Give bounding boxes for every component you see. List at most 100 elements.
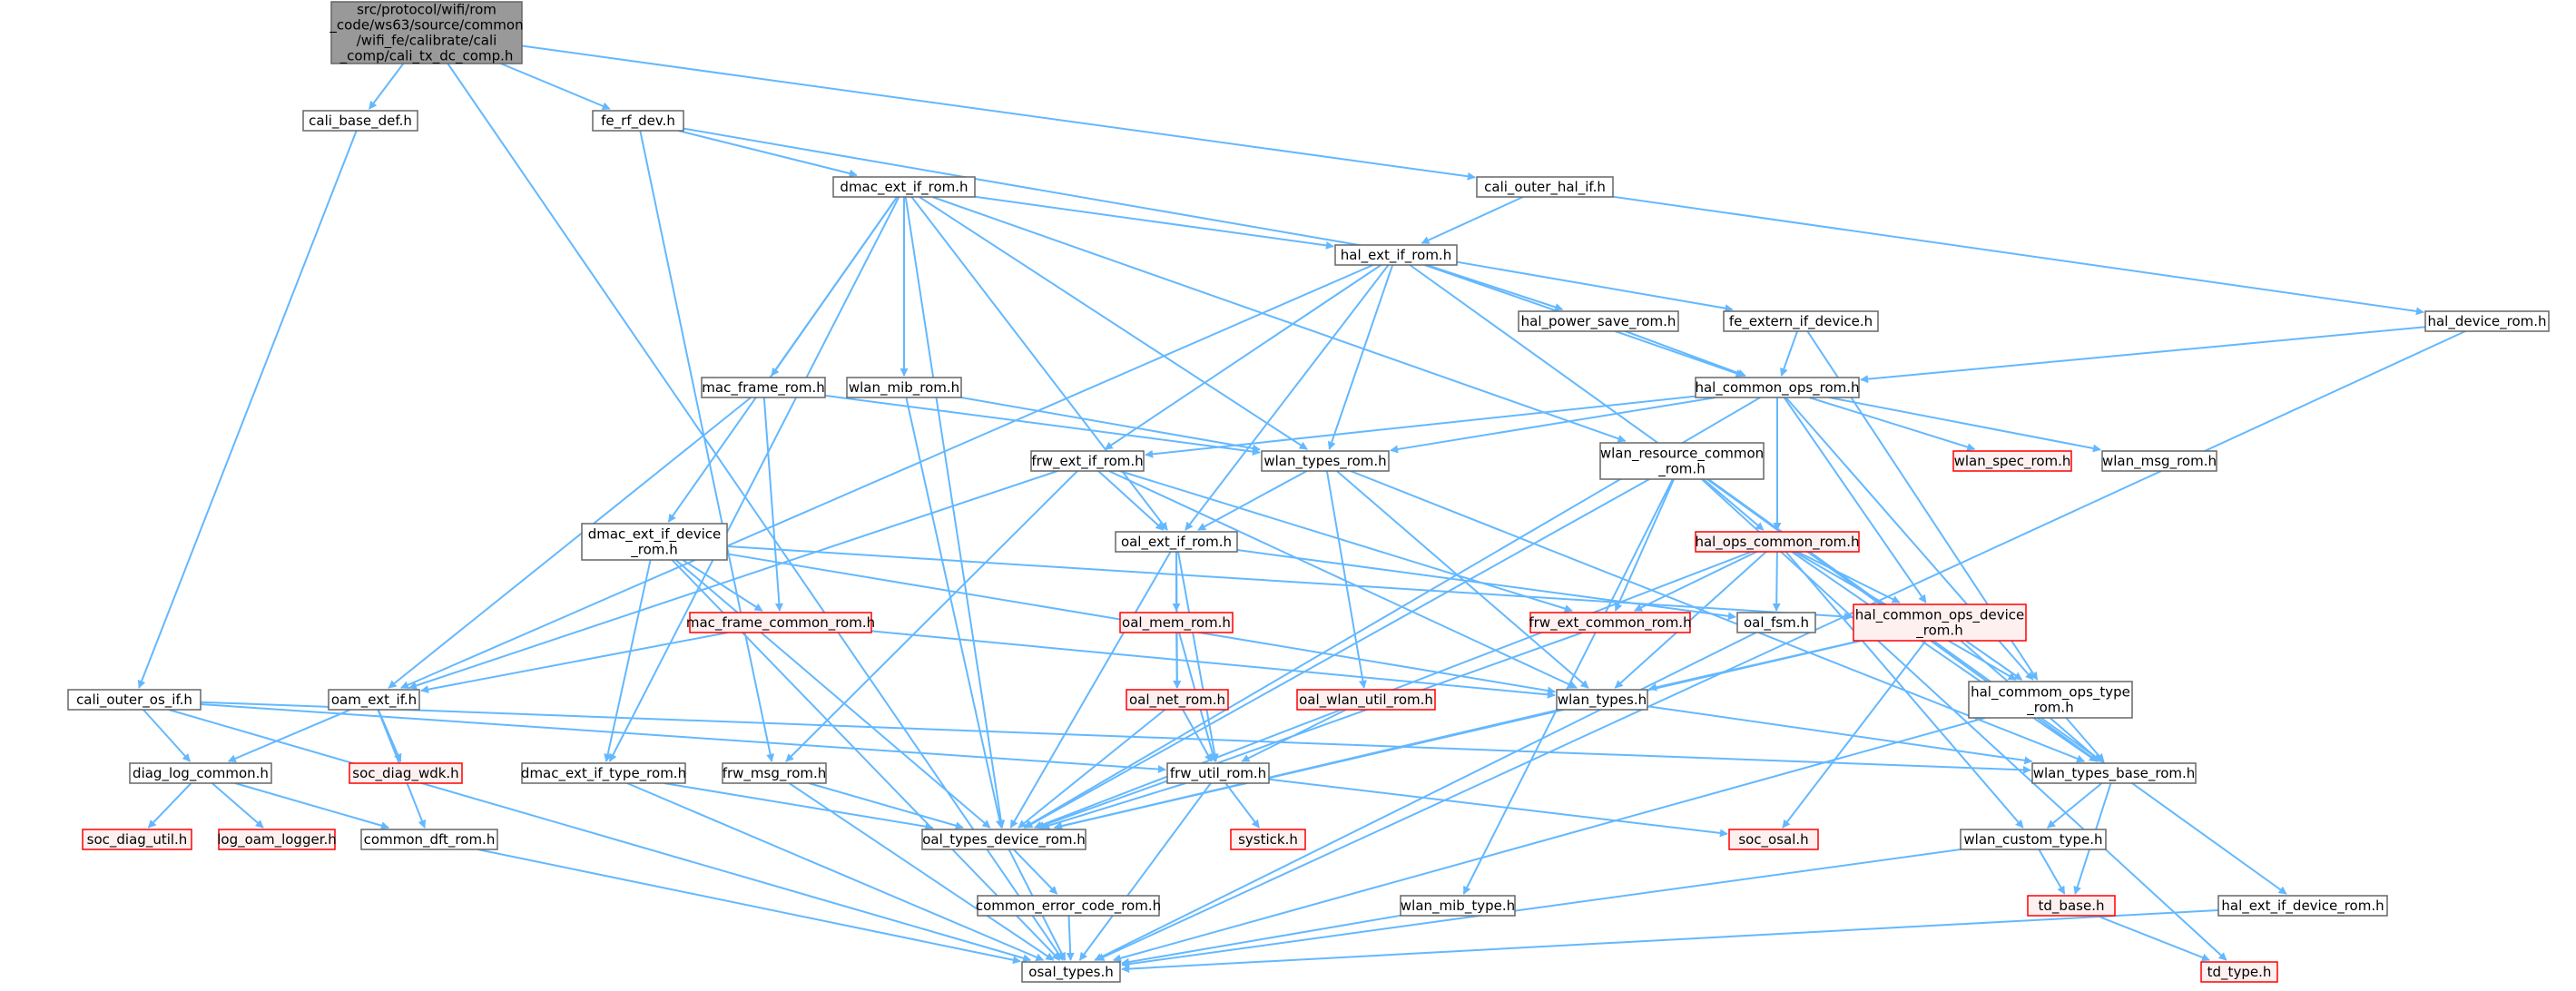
node-oal-fsm[interactable]: oal_fsm.h (1736, 612, 1816, 633)
node-wlan-custom-type[interactable]: wlan_custom_type.h (1960, 829, 2107, 850)
node-label: hal_common_ops_rom.h (1695, 379, 1859, 397)
node-box (1115, 531, 1238, 553)
node-soc-diag-util[interactable]: soc_diag_util.h (82, 829, 192, 850)
node-cali-base-def[interactable]: cali_base_def.h (302, 110, 418, 132)
edge-dmac_ext_if_device_rom-to-hal_common_ops_device_rom (726, 545, 1853, 621)
edge-frw_ext_common_rom-to-oal_types_device_rom (1036, 632, 1583, 829)
node-wlan-types-rom[interactable]: wlan_types_rom.h (1261, 450, 1390, 472)
node-log-oam-logger[interactable]: log_oam_logger.h (217, 829, 337, 850)
node-box (521, 762, 686, 784)
node-hal-common-ops-rom[interactable]: hal_common_ops_rom.h (1695, 377, 1860, 398)
node-oal-net-rom[interactable]: oal_net_rom.h (1126, 689, 1229, 711)
node-frw-msg-rom[interactable]: frw_msg_rom.h (722, 762, 827, 784)
edge-oal_types_device_rom-to-common_error_code_rom (1012, 849, 1058, 895)
node-label: frw_msg_rom.h (723, 765, 827, 782)
edge-hal_commom_ops_type_rom-to-wlan_types_base_rom (2065, 717, 2105, 762)
node-dmac-ext-if-rom[interactable]: dmac_ext_if_rom.h (832, 176, 976, 198)
node-oam-ext-if[interactable]: oam_ext_if.h (328, 689, 420, 711)
node-common-dft-rom[interactable]: common_dft_rom.h (360, 829, 498, 850)
edge-root-to-cali_base_def (369, 63, 405, 110)
node-label-line: wlan_spec_rom.h (1954, 453, 2071, 470)
node-td-type[interactable]: td_type.h (2200, 961, 2278, 983)
node-wlan-resource-common-rom[interactable]: wlan_resource_common_rom.h (1599, 442, 1765, 480)
node-box (302, 110, 418, 132)
node-fe-extern-if-device[interactable]: fe_extern_if_device.h (1723, 310, 1879, 332)
node-hal-power-save-rom[interactable]: hal_power_save_rom.h (1518, 310, 1679, 332)
node-wlan-msg-rom[interactable]: wlan_msg_rom.h (2101, 450, 2217, 472)
node-box (1230, 829, 1306, 850)
node-hal-common-ops-device-rom[interactable]: hal_common_ops_device_rom.h (1853, 603, 2027, 642)
node-box (2200, 961, 2278, 983)
node-hal-ext-if-device-rom[interactable]: hal_ext_if_device_rom.h (2217, 895, 2388, 917)
node-label: td_type.h (2207, 964, 2272, 981)
edge-frw_msg_rom-to-osal_types (788, 782, 1055, 961)
node-soc-diag-wdk[interactable]: soc_diag_wdk.h (349, 762, 463, 784)
node-label: oal_net_rom.h (1129, 692, 1225, 709)
edge-frw_util_rom-to-systick (1224, 782, 1260, 829)
node-label-line: cali_outer_hal_if.h (1484, 179, 1606, 196)
node-layer: src/protocol/wifi/rom_code/ws63/source/c… (67, 1, 2550, 983)
edge-diag_log_common-to-common_dft_rom (234, 782, 389, 830)
node-label: wlan_mib_type.h (1401, 898, 1515, 915)
edge-td_base-to-td_type (2096, 915, 2210, 962)
node-cali-outer-os-if[interactable]: cali_outer_os_if.h (67, 689, 202, 711)
node-wlan-spec-rom[interactable]: wlan_spec_rom.h (1952, 450, 2072, 472)
edge-frw_ext_if_rom-to-wlan_types (1108, 470, 1578, 689)
node-hal-ext-if-rom[interactable]: hal_ext_if_rom.h (1334, 244, 1458, 266)
node-label-line: hal_ext_if_rom.h (1341, 247, 1451, 264)
node-root[interactable]: src/protocol/wifi/rom_code/ws63/source/c… (329, 1, 524, 65)
node-dmac-ext-if-type-rom[interactable]: dmac_ext_if_type_rom.h (521, 762, 686, 784)
node-label: hal_power_save_rom.h (1521, 313, 1676, 330)
node-frw-ext-if-rom[interactable]: frw_ext_if_rom.h (1030, 450, 1145, 472)
node-box (1736, 612, 1816, 633)
node-oal-ext-if-rom[interactable]: oal_ext_if_rom.h (1115, 531, 1238, 553)
node-hal-ops-common-rom[interactable]: hal_ops_common_rom.h (1695, 531, 1860, 553)
node-label: soc_diag_wdk.h (352, 765, 458, 782)
node-oal-mem-rom[interactable]: oal_mem_rom.h (1119, 612, 1234, 633)
node-wlan-types[interactable]: wlan_types.h (1556, 689, 1648, 711)
node-frw-ext-common-rom[interactable]: frw_ext_common_rom.h (1529, 612, 1692, 633)
node-mac-frame-rom[interactable]: mac_frame_rom.h (701, 377, 826, 398)
node-box (330, 1, 523, 64)
node-box (2217, 895, 2388, 917)
node-hal-device-rom[interactable]: hal_device_rom.h (2424, 310, 2550, 332)
node-osal-types[interactable]: osal_types.h (1021, 961, 1121, 983)
node-wlan-types-base-rom[interactable]: wlan_types_base_rom.h (2031, 762, 2197, 784)
edge-root-to-fe_rf_dev (500, 63, 611, 111)
node-label-line: wlan_types_rom.h (1263, 453, 1386, 470)
node-box (82, 829, 192, 850)
node-oal-types-device-rom[interactable]: oal_types_device_rom.h (921, 829, 1086, 850)
node-common-error-code-rom[interactable]: common_error_code_rom.h (976, 895, 1161, 917)
edge-hal_common_ops_rom-to-wlan_msg_rom (1829, 397, 2101, 453)
node-label-line: wlan_msg_rom.h (2102, 453, 2217, 470)
node-label-line: oal_net_rom.h (1129, 692, 1225, 709)
node-label: mac_frame_common_rom.h (686, 614, 875, 632)
node-wlan-mib-rom[interactable]: wlan_mib_rom.h (846, 377, 962, 398)
node-oal-wlan-util-rom[interactable]: oal_wlan_util_rom.h (1296, 689, 1436, 711)
node-label-line: systick.h (1238, 831, 1298, 848)
node-systick[interactable]: systick.h (1230, 829, 1306, 850)
edge-wlan_custom_type-to-td_base (2038, 849, 2066, 895)
node-box (218, 829, 336, 850)
edge-hal_common_ops_rom-to-hal_common_ops_device_rom (1783, 397, 1927, 603)
node-fe-rf-dev[interactable]: fe_rf_dev.h (592, 110, 684, 132)
node-box (977, 895, 1160, 917)
node-diag-log-common[interactable]: diag_log_common.h (129, 762, 272, 784)
node-label-line: mac_frame_common_rom.h (686, 614, 875, 632)
node-label-line: log_oam_logger.h (217, 831, 337, 849)
edge-hal_common_ops_rom-to-frw_ext_if_rom (1145, 395, 1696, 458)
node-frw-util-rom[interactable]: frw_util_rom.h (1166, 762, 1270, 784)
node-dmac-ext-if-device-rom[interactable]: dmac_ext_if_device_rom.h (581, 523, 728, 561)
edge-dmac_ext_if_rom-to-oal_ext_if_rom (910, 196, 1168, 531)
node-wlan-mib-type[interactable]: wlan_mib_type.h (1400, 895, 1516, 917)
node-td-base[interactable]: td_base.h (2027, 895, 2116, 917)
edge-mac_frame_rom-to-wlan_types_rom (824, 394, 1261, 456)
node-soc-osal[interactable]: soc_osal.h (1728, 829, 1819, 850)
node-label-line: oal_ext_if_rom.h (1121, 534, 1232, 551)
node-mac-frame-common-rom[interactable]: mac_frame_common_rom.h (686, 612, 875, 633)
node-box (1476, 176, 1614, 198)
node-cali-outer-hal-if[interactable]: cali_outer_hal_if.h (1476, 176, 1614, 198)
edge-mac_frame_common_rom-to-oam_ext_if (420, 632, 729, 694)
node-hal-commom-ops-type-rom[interactable]: hal_commom_ops_type_rom.h (1968, 681, 2133, 719)
edge-cali_outer_os_if-to-osal_types (168, 709, 1032, 963)
